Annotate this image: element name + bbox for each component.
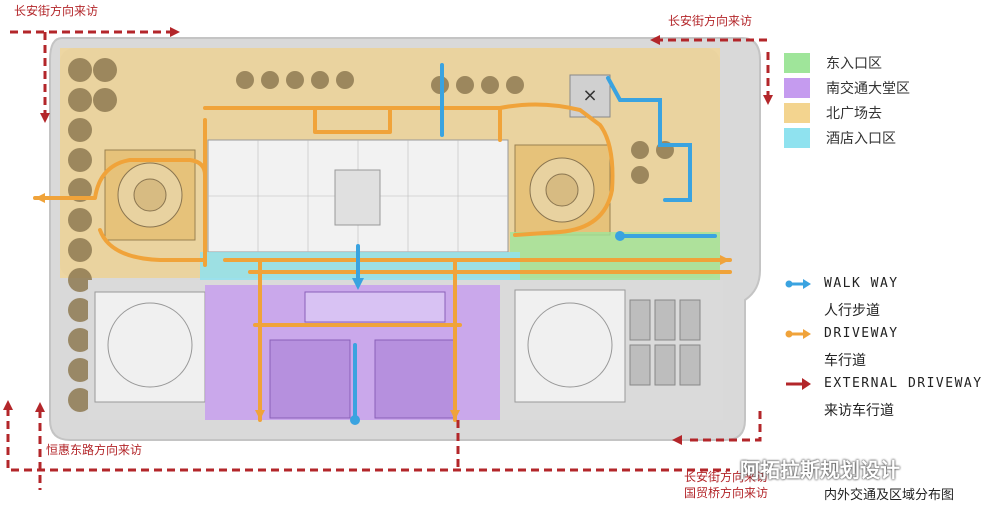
legend-swatch	[784, 78, 810, 98]
figure-caption: 内外交通及区域分布图	[824, 488, 955, 503]
approach-label-chang-an-right: 长安街方向来访	[668, 14, 753, 28]
approach-label-guomao: 国贸桥方向来访	[684, 486, 769, 500]
legend-driveway: DRIVEWAY	[784, 326, 899, 341]
driveway-arrow-icon	[785, 328, 811, 339]
legend-label: 北广场去	[826, 106, 882, 122]
legend-item-hotel-entrance: 酒店入口区	[784, 127, 896, 149]
legend-external-driveway-en: EXTERNAL DRIVEWAY	[824, 376, 983, 391]
legend-external-driveway-cn: 来访车行道	[824, 403, 894, 419]
legend-item-north-plaza: 北广场去	[784, 102, 882, 124]
approach-label-chang-an-bottom: 长安街方向来访	[684, 470, 769, 484]
legend-item-south-lobby: 南交通大堂区	[784, 77, 910, 99]
legend-label: 酒店入口区	[826, 131, 896, 147]
watermark: 阿拓拉斯规划设计	[740, 458, 900, 482]
approach-label-hui-east: 恒惠东路方向来访	[46, 443, 143, 457]
external-driveway-arrow-icon	[786, 377, 811, 390]
legend-walkway-en: WALK WAY	[824, 276, 899, 291]
legend-external-driveway: EXTERNAL DRIVEWAY	[784, 376, 983, 391]
legend-swatch	[784, 53, 810, 73]
legend-swatch	[784, 103, 810, 123]
svg-text:⨯: ⨯	[582, 85, 597, 106]
walkway-arrow-icon	[785, 278, 811, 289]
approach-label-chang-an-left: 长安街方向来访	[14, 4, 99, 18]
legend-swatch	[784, 128, 810, 148]
legend-walkway-cn: 人行步道	[824, 303, 880, 319]
legend-driveway-cn: 车行道	[824, 353, 866, 369]
legend-label: 东入口区	[826, 56, 882, 72]
legend-label: 南交通大堂区	[826, 81, 910, 97]
legend-walkway: WALK WAY	[784, 276, 899, 291]
legend-item-east-entrance: 东入口区	[784, 52, 882, 74]
legend-driveway-en: DRIVEWAY	[824, 326, 899, 341]
